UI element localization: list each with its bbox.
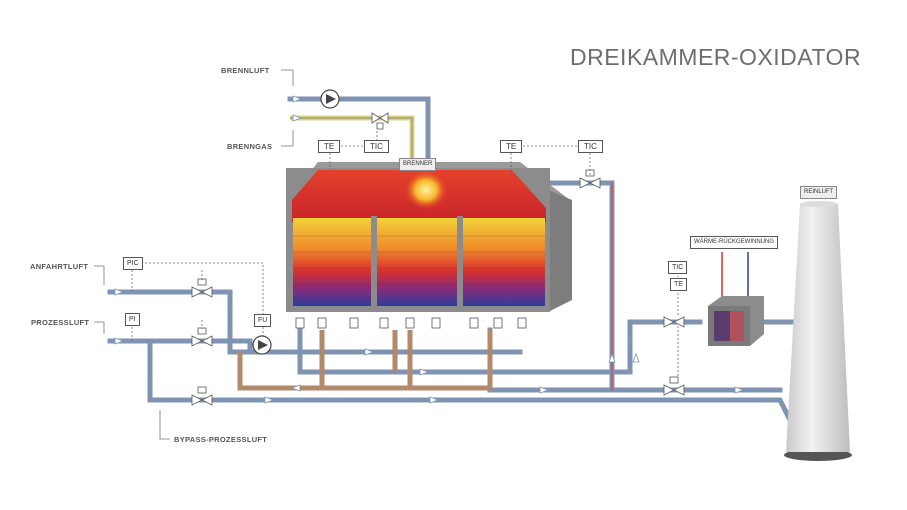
instrument-te-wr: TE [670,278,687,291]
instrument-te-right: TE [500,140,523,153]
bed-3 [463,218,545,306]
bed-1 [293,218,371,306]
instrument-pi: PI [125,313,140,326]
valve-anfahrtluft [191,278,213,298]
pipe-anfahrtluft [107,289,523,355]
instrument-tic-right: TIC [578,140,603,153]
bed-2 [377,218,457,306]
oxidizer-unit [286,162,572,312]
pipe-collector [297,319,703,375]
stack [784,201,852,461]
label-reinluft: REINLUFT [800,186,838,199]
label-brennluft: BRENNLUFT [221,66,270,75]
valve-wr [663,316,685,328]
pipe-brenngas [290,115,415,165]
instrument-pic: PIC [123,257,143,270]
label-waerme-rueckgewinnung: WÄRME-RÜCKGEWINNUNG [690,236,778,249]
burner-flame [404,170,448,210]
valve-bypass [191,386,213,406]
flow-arrows [114,95,745,404]
label-bypass-prozessluft: BYPASS-PROZESSLUFT [174,435,268,444]
brown-pipes [237,330,493,391]
diagram-title: DREIKAMMER-OXIDATOR [570,44,862,70]
label-prozessluft: PROZESSLUFT [31,318,90,327]
label-leaders [94,69,294,440]
valve-prozessluft [191,327,213,347]
pipe-prozessluft [107,338,253,355]
instrument-tic-left: TIC [364,140,389,153]
label-brenner: BRENNER [399,158,437,171]
fan-prozessluft [252,335,272,355]
label-brenngas: BRENNGAS [227,142,273,151]
instrument-tic-wr: TIC [668,261,688,274]
fan-brennluft [320,89,340,109]
label-anfahrtluft: ANFAHRTLUFT [30,262,89,271]
instrument-te-left: TE [318,140,341,153]
valve-clean [663,376,685,396]
valves [191,112,685,406]
housing-right [548,190,572,312]
heat-exchanger [708,296,764,346]
valve-brenngas [371,112,389,130]
chamber-valves [295,317,527,329]
instrument-fu: FU [254,314,272,327]
pipe-brennluft [287,96,431,168]
